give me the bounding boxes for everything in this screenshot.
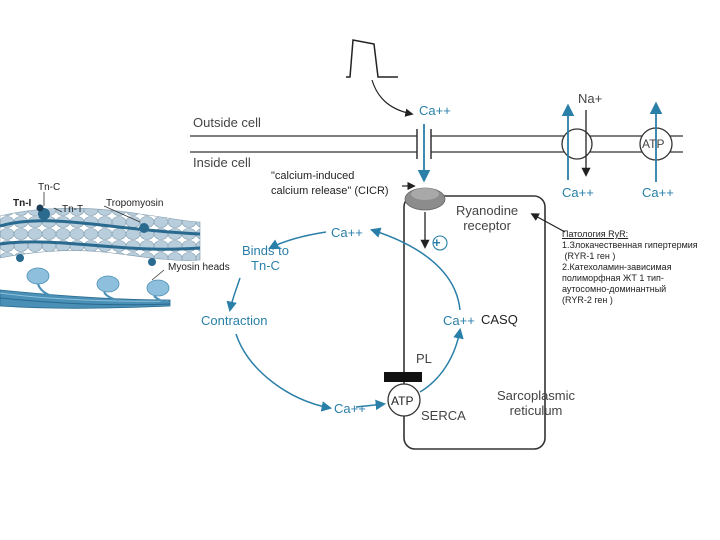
thin-filament-illustration	[0, 192, 201, 266]
ca-top-label: Ca++	[419, 103, 451, 118]
cycle-arrow-tnc-to-contraction	[226, 277, 241, 313]
ca-return-label: Ca++	[334, 401, 366, 416]
thick-filament-illustration	[0, 267, 171, 309]
ca-pump-bottom-label: Ca++	[642, 185, 674, 200]
tnt-label: Tn-T	[62, 204, 84, 215]
ap-to-channel-arrow	[371, 79, 414, 117]
pathology-pointer-arrow	[530, 213, 566, 233]
na-ca-exchanger	[561, 128, 593, 160]
pathology-line-4: полиморфная ЖТ 1 тип-	[562, 273, 664, 283]
binds-tnc-label: Binds to Tn-C	[242, 243, 289, 273]
troponin-complex-1-cap	[36, 204, 44, 212]
outside-cell-label: Outside cell	[193, 115, 261, 130]
tni-label: Tn-I	[13, 198, 32, 209]
cycle-arrow-contraction-to-ca	[235, 333, 333, 412]
ca-release-label: Ca++	[331, 225, 363, 240]
serca-label: SERCA	[421, 408, 466, 423]
tropomyosin-label: Tropomyosin	[106, 198, 164, 209]
ryanodine-receptor-label: Ryanodine receptor	[456, 203, 519, 233]
ryanodine-receptor-highlight	[411, 188, 439, 200]
troponin-complex-3	[16, 254, 24, 262]
serca-pump-circle	[387, 383, 421, 417]
contraction-label: Contraction	[201, 313, 268, 328]
pathology-line-3: 2.Катехоламин-зависимая	[562, 262, 672, 272]
troponin-complex-4	[148, 258, 156, 266]
phospholamban-bar	[384, 372, 422, 382]
myosin-heads-label: Myosin heads	[168, 262, 230, 273]
cycle-arrow-casq-to-release	[370, 227, 461, 311]
cycle-arrow-serca-to-casq	[419, 327, 464, 393]
troponin-complex-2	[139, 223, 149, 233]
pathology-line-2: (RYR-1 ген )	[562, 251, 616, 261]
myosin-head-1	[26, 267, 50, 285]
cycle-arrow-to-tnc	[268, 231, 327, 249]
sarcoplasmic-reticulum-label: Sarcoplasmic reticulum	[497, 388, 576, 418]
tnc-label: Tn-C	[38, 182, 61, 193]
plus-sign-circle	[432, 235, 448, 251]
pathology-title: Патология RyR:	[562, 229, 629, 239]
inside-cell-label: Inside cell	[193, 155, 251, 170]
ca-casq-label: Ca++	[443, 313, 475, 328]
pathology-line-1: 1.Злокачественная гипертермия	[562, 240, 698, 250]
na-top-label: Na+	[578, 91, 603, 106]
pl-label: PL	[416, 351, 432, 366]
myosin-head-3	[146, 279, 170, 297]
casq-label: CASQ	[481, 312, 518, 327]
cycle-arrow-ca-to-serca	[355, 399, 387, 411]
plus-sign: +	[433, 235, 441, 250]
pathology-line-6: (RYR-2 ген )	[562, 295, 613, 305]
cicr-label: "calcium-induced calcium release" (CICR)	[271, 170, 389, 197]
pathology-note: Патология RyR: 1.Злокачественная гиперте…	[562, 229, 698, 306]
atp-serca-label: ATP	[391, 394, 414, 408]
myosin-head-2	[96, 275, 120, 293]
atp-pump-label: ATP	[642, 137, 665, 151]
pathology-line-5: аутосомно-доминантный	[562, 284, 667, 294]
ca-exchanger-bottom-label: Ca++	[562, 185, 594, 200]
action-potential-trace	[346, 39, 398, 78]
sarcoplasmic-reticulum-box	[403, 195, 546, 450]
